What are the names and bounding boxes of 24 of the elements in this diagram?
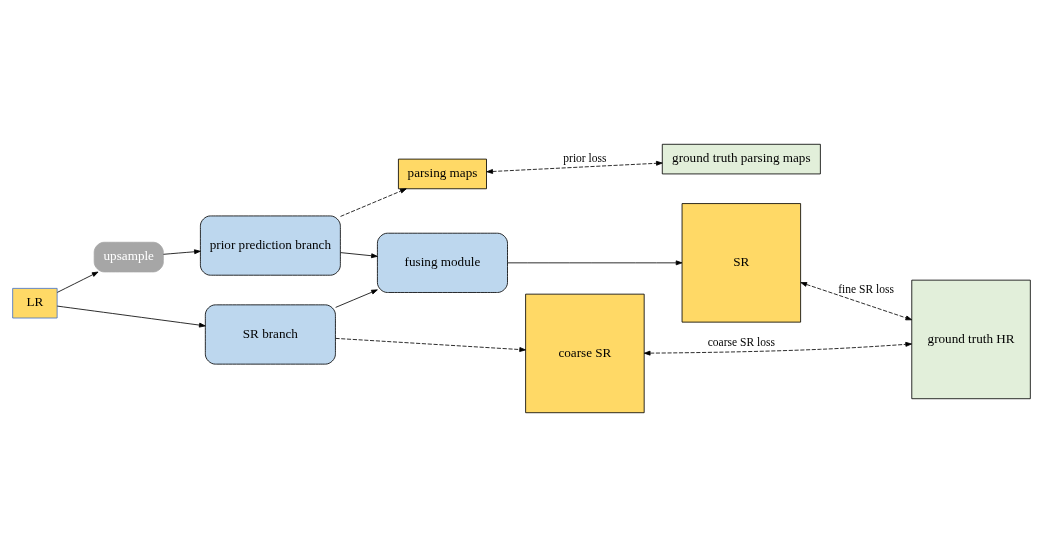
node-box: ground truth HR xyxy=(911,279,1031,399)
node-box: ground truth parsing maps xyxy=(661,143,821,174)
arrow xyxy=(340,187,407,217)
arrow xyxy=(486,160,663,174)
edge-label: coarse SR loss xyxy=(707,335,775,348)
node-box: prior prediction branch xyxy=(200,215,341,276)
node-box: upsample xyxy=(93,241,164,272)
edge-label: prior loss xyxy=(563,151,607,164)
node-box: fusing module xyxy=(377,232,508,293)
arrow xyxy=(163,248,201,255)
arrow xyxy=(643,341,912,356)
arrow xyxy=(335,337,526,352)
arrow xyxy=(335,288,378,308)
arrow xyxy=(507,259,683,265)
arrow xyxy=(340,251,378,258)
arrow xyxy=(56,305,206,328)
node-box: SR xyxy=(681,202,802,323)
node-box: coarse SR xyxy=(525,293,645,413)
node-box: parsing maps xyxy=(398,158,487,189)
node-box: SR branch xyxy=(204,303,336,365)
arrow xyxy=(56,271,99,293)
node-box: LR xyxy=(12,287,58,318)
edge-label: fine SR loss xyxy=(838,282,894,295)
arrow xyxy=(800,281,913,320)
